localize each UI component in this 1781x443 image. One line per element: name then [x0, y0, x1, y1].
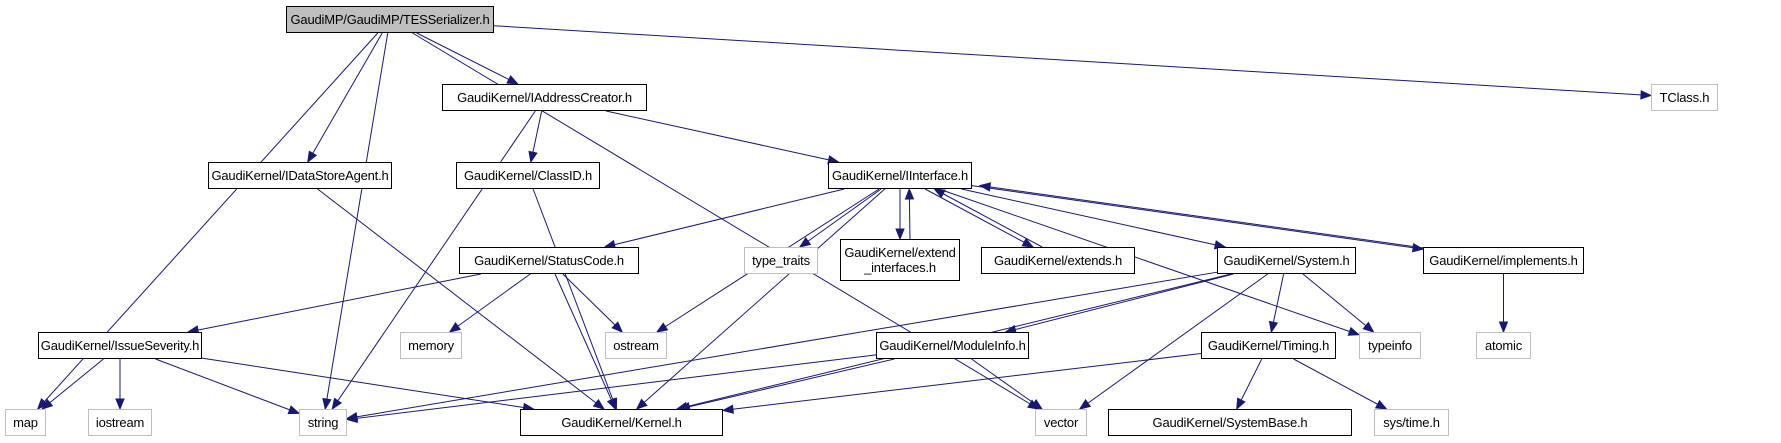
arrowhead-issue-to-map — [41, 398, 54, 410]
arrowhead-iint-to-kernel — [635, 398, 648, 410]
node-string: string — [299, 409, 347, 436]
edge-iint-to-status — [604, 188, 845, 248]
arrowhead-tes-to-string — [322, 397, 332, 411]
edge-issue-to-string — [155, 358, 300, 414]
edge-modinfo-to-string — [346, 354, 877, 421]
node-typetraits: type_traits — [744, 247, 818, 274]
edge-idsa-to-kernel — [317, 188, 605, 410]
node-map: map — [5, 409, 46, 436]
edge-iaddr-to-iint — [605, 110, 839, 163]
node-iostream: iostream — [88, 409, 152, 436]
arrowhead-impl-to-atomic — [1498, 321, 1509, 334]
edge-status-to-issue — [188, 273, 481, 333]
arrowhead-timing-to-sysbase — [1236, 397, 1246, 411]
edge-issue-to-map — [41, 358, 104, 410]
edge-system-to-modinfo — [1005, 273, 1234, 333]
node-iint[interactable]: GaudiKernel/IInterface.h — [828, 162, 972, 189]
node-extint[interactable]: GaudiKernel/extend _interfaces.h — [840, 239, 960, 281]
edge-tes-to-iaddr — [416, 32, 518, 85]
node-iaddr[interactable]: GaudiKernel/IAddressCreator.h — [442, 84, 647, 111]
arrowhead-issue-to-iostream — [115, 398, 125, 411]
edge-system-to-typeinfo — [1302, 273, 1374, 333]
edge-tes-to-tclass — [493, 25, 1652, 96]
edge-modinfo-to-vector — [971, 358, 1043, 410]
edge-system-to-vector — [1079, 273, 1269, 410]
arrowhead-status-to-memory — [448, 322, 462, 333]
arrowhead-system-to-typeinfo — [1362, 321, 1375, 333]
arrowhead-timing-to-kernel — [721, 404, 734, 414]
node-idsa[interactable]: GaudiKernel/IDataStoreAgent.h — [208, 162, 392, 189]
edge-extends-to-iint — [934, 188, 1043, 248]
node-system[interactable]: GaudiKernel/System.h — [1217, 247, 1356, 274]
node-vector: vector — [1035, 409, 1087, 436]
arrowhead-iint-to-extint — [895, 228, 905, 241]
edge-timing-to-systime — [1293, 358, 1387, 410]
edge-status-to-ostream — [562, 273, 623, 333]
arrowhead-iaddr-to-string — [331, 397, 343, 411]
edge-status-to-memory — [449, 273, 531, 333]
edge-modinfo-to-kernel — [679, 358, 895, 410]
edge-issue-to-kernel — [201, 357, 534, 410]
arrowhead-iint-to-ostream — [655, 322, 669, 333]
arrowhead-tes-to-iaddr — [506, 75, 519, 85]
arrowhead-tes-to-map — [36, 398, 49, 410]
node-timing[interactable]: GaudiKernel/Timing.h — [1201, 332, 1336, 359]
node-modinfo[interactable]: GaudiKernel/ModuleInfo.h — [876, 332, 1029, 359]
node-ostream: ostream — [605, 332, 667, 359]
node-extends[interactable]: GaudiKernel/extends.h — [981, 247, 1135, 274]
node-atomic: atomic — [1476, 332, 1531, 359]
node-classid[interactable]: GaudiKernel/ClassID.h — [456, 162, 600, 189]
node-typeinfo: typeinfo — [1359, 332, 1421, 359]
arrowhead-iint-to-impl — [1411, 243, 1425, 253]
arrowhead-modinfo-to-string — [345, 413, 358, 423]
node-tes[interactable]: GaudiMP/GaudiMP/TESSerializer.h — [286, 6, 494, 33]
edge-tes-to-string — [324, 32, 389, 410]
arrowhead-impl-to-iint — [978, 182, 992, 192]
edge-classid-to-kernel — [532, 188, 617, 410]
arrowhead-idsa-to-kernel — [592, 398, 605, 410]
arrowhead-iint-to-typetraits — [798, 237, 812, 248]
edge-tes-to-idsa — [307, 32, 383, 163]
edge-impl-to-iint — [979, 185, 1432, 250]
arrowhead-iint-to-extends — [1021, 237, 1035, 248]
edge-system-to-string — [346, 271, 1218, 419]
node-status[interactable]: GaudiKernel/StatusCode.h — [459, 247, 639, 274]
edge-iint-to-system — [961, 188, 1226, 248]
node-kernel[interactable]: GaudiKernel/Kernel.h — [520, 409, 723, 436]
arrowhead-system-to-timing — [1268, 320, 1279, 334]
arrowhead-status-to-ostream — [611, 321, 624, 333]
edge-timing-to-kernel — [722, 353, 1202, 411]
edge-iint-to-extends — [924, 188, 1034, 248]
arrowhead-tes-to-tclass — [1640, 90, 1653, 100]
edge-status-to-kernel — [554, 273, 616, 410]
edge-iaddr-to-string — [331, 110, 536, 410]
arrowhead-timing-to-systime — [1374, 399, 1388, 410]
arrowhead-extends-to-iint — [933, 188, 946, 199]
arrowhead-iaddr-to-classid — [528, 150, 538, 164]
node-systime: sys/time.h — [1374, 409, 1449, 436]
node-impl[interactable]: GaudiKernel/implements.h — [1423, 247, 1584, 274]
arrowhead-iint-to-typeinfo — [1347, 326, 1361, 336]
node-memory: memory — [400, 332, 462, 359]
arrowhead-modinfo-to-vector — [1030, 399, 1044, 410]
arrowhead-issue-to-string — [287, 405, 301, 415]
edges-layer — [36, 25, 1653, 423]
arrowhead-system-to-vector — [1078, 399, 1092, 410]
edge-iint-to-impl — [971, 185, 1424, 250]
arrowhead-status-to-kernel — [606, 397, 617, 411]
edge-iint-to-kernel — [636, 188, 886, 410]
node-issue[interactable]: GaudiKernel/IssueSeverity.h — [38, 332, 202, 359]
edge-iint-to-typeinfo — [938, 188, 1360, 336]
arrowhead-tes-to-idsa — [307, 150, 318, 164]
node-tclass: TClass.h — [1651, 84, 1718, 111]
node-sysbase[interactable]: GaudiKernel/SystemBase.h — [1108, 409, 1352, 436]
arrowhead-extint-to-iint — [904, 187, 915, 200]
